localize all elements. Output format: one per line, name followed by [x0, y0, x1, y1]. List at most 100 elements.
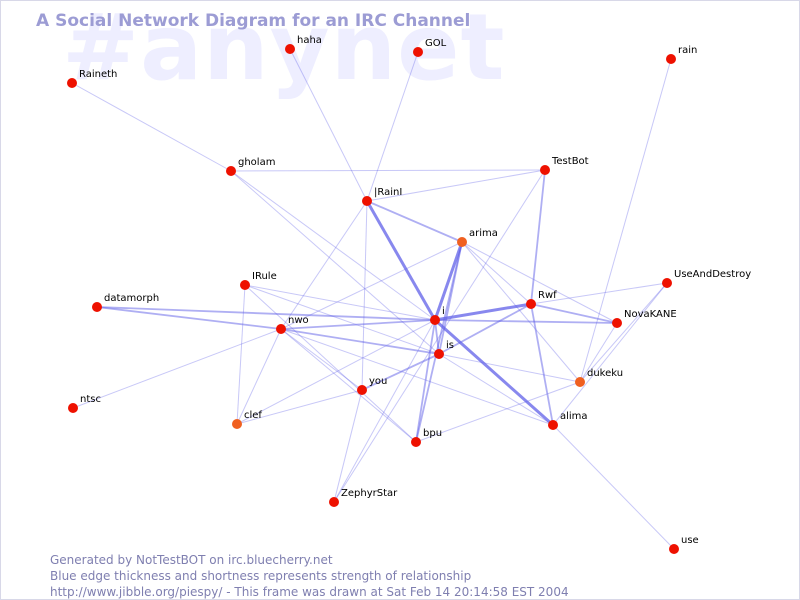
edge-layer: [71, 48, 675, 550]
node-gholam: gholam: [226, 157, 275, 176]
edge-gholam-is: [230, 170, 440, 355]
node-label: rain: [678, 45, 697, 56]
edge-arima-Rwf: [461, 241, 532, 305]
edge-Rwf-NovaKANE: [530, 303, 618, 324]
node-Raineth: Raineth: [67, 69, 117, 88]
node-dot: [226, 166, 236, 176]
node-you: you: [357, 376, 387, 395]
edge-is-alima: [438, 353, 554, 426]
edge-gholam-TestBot: [230, 169, 546, 172]
edge-dukeku-bpu: [415, 381, 581, 443]
node-alima: alima: [548, 411, 588, 430]
node-label: i: [442, 306, 445, 317]
node-is: is: [434, 340, 454, 359]
node-label: ntsc: [80, 394, 101, 405]
edge-i-clef: [236, 319, 436, 425]
node-dot: [411, 437, 421, 447]
node-TestBot: TestBot: [540, 156, 589, 175]
node-dot: [575, 377, 585, 387]
node-dot: [430, 315, 440, 325]
node-label: NovaKANE: [624, 309, 677, 320]
edge-arima-IRainI: [366, 200, 463, 243]
edge-nwo-datamorph: [96, 306, 282, 330]
node-ntsc: ntsc: [68, 394, 101, 413]
node-label: Rwf: [538, 290, 557, 301]
node-IRule: IRule: [240, 271, 277, 290]
node-GOL: GOL: [413, 38, 447, 57]
node-arima: arima: [457, 228, 498, 247]
edge-rain-dukeku: [579, 58, 672, 383]
node-label: use: [681, 535, 699, 546]
node-label: arima: [469, 228, 498, 239]
node-label: you: [369, 376, 387, 387]
node-datamorph: datamorph: [92, 293, 159, 312]
edge-Rwf-TestBot: [530, 169, 546, 305]
node-nwo: nwo: [276, 315, 309, 334]
edge-Rwf-alima: [530, 303, 554, 426]
node-label: Raineth: [79, 69, 117, 80]
edge-i-Rwf: [434, 302, 532, 322]
edge-IRainI-nwo: [280, 200, 368, 330]
edge-Rwf-is: [438, 303, 532, 355]
node-label: is: [446, 340, 454, 351]
node-label: TestBot: [551, 156, 589, 167]
node-dot: [357, 385, 367, 395]
node-dot: [434, 349, 444, 359]
edge-NovaKANE-dukeku: [579, 322, 618, 383]
node-label: alima: [560, 411, 588, 422]
node-UseAndDestroy: UseAndDestroy: [662, 269, 751, 288]
node-dukeku: dukeku: [575, 368, 623, 387]
edge-arima-dukeku: [461, 241, 581, 383]
edge-i-datamorph: [96, 306, 436, 321]
edge-NovaKANE-arima: [461, 241, 618, 324]
edge-TestBot-ZephyrStar: [333, 169, 546, 503]
node-dot: [276, 324, 286, 334]
node-clef: clef: [232, 410, 262, 429]
node-label: UseAndDestroy: [674, 269, 751, 280]
edge-is-you: [361, 353, 440, 391]
node-label: GOL: [425, 38, 447, 49]
node-Rwf: Rwf: [526, 290, 557, 309]
node-label: haha: [297, 35, 322, 46]
edge-IRule-is: [244, 284, 440, 355]
edge-UseAndDestroy-dukeku: [579, 282, 668, 383]
edge-i-IRainI: [365, 200, 437, 321]
edge-IRule-clef: [236, 284, 246, 425]
node-dot: [612, 318, 622, 328]
edge-IRainI-TestBot: [366, 169, 546, 202]
edge-i-gholam: [230, 170, 436, 321]
node-dot: [240, 280, 250, 290]
edge-IRainI-haha: [289, 48, 368, 202]
node-dot: [232, 419, 242, 429]
node-dot: [92, 302, 102, 312]
node-dot: [548, 420, 558, 430]
edge-you-ZephyrStar: [333, 389, 363, 503]
node-label: |RainI: [374, 187, 402, 198]
edge-i-NovaKANE: [434, 319, 618, 324]
node-label: datamorph: [104, 293, 159, 304]
node-label: dukeku: [587, 368, 623, 379]
edge-UseAndDestroy-alima: [552, 282, 668, 426]
page-title: A Social Network Diagram for an IRC Chan…: [36, 11, 471, 31]
footer-legend-note: Blue edge thickness and shortness repres…: [50, 569, 472, 583]
node-i: i: [430, 306, 445, 325]
edge-nwo-alima: [280, 328, 554, 426]
edge-you-clef: [236, 389, 363, 425]
node-bpu: bpu: [411, 428, 442, 447]
edge-nwo-is: [280, 328, 440, 355]
edge-IRule-bpu: [244, 284, 417, 443]
node-dot: [540, 165, 550, 175]
edge-nwo-clef: [236, 328, 282, 425]
node-label: clef: [244, 410, 262, 421]
footer-url-timestamp: http://www.jibble.org/piespy/ - This fra…: [50, 585, 569, 599]
node-haha: haha: [285, 35, 322, 54]
node-dot: [67, 78, 77, 88]
node-dot: [526, 299, 536, 309]
node-label: nwo: [288, 315, 309, 326]
edge-nwo-bpu: [280, 328, 417, 443]
node-dot: [329, 497, 339, 507]
edge-i-alima: [434, 318, 554, 427]
node-label: bpu: [423, 428, 442, 439]
